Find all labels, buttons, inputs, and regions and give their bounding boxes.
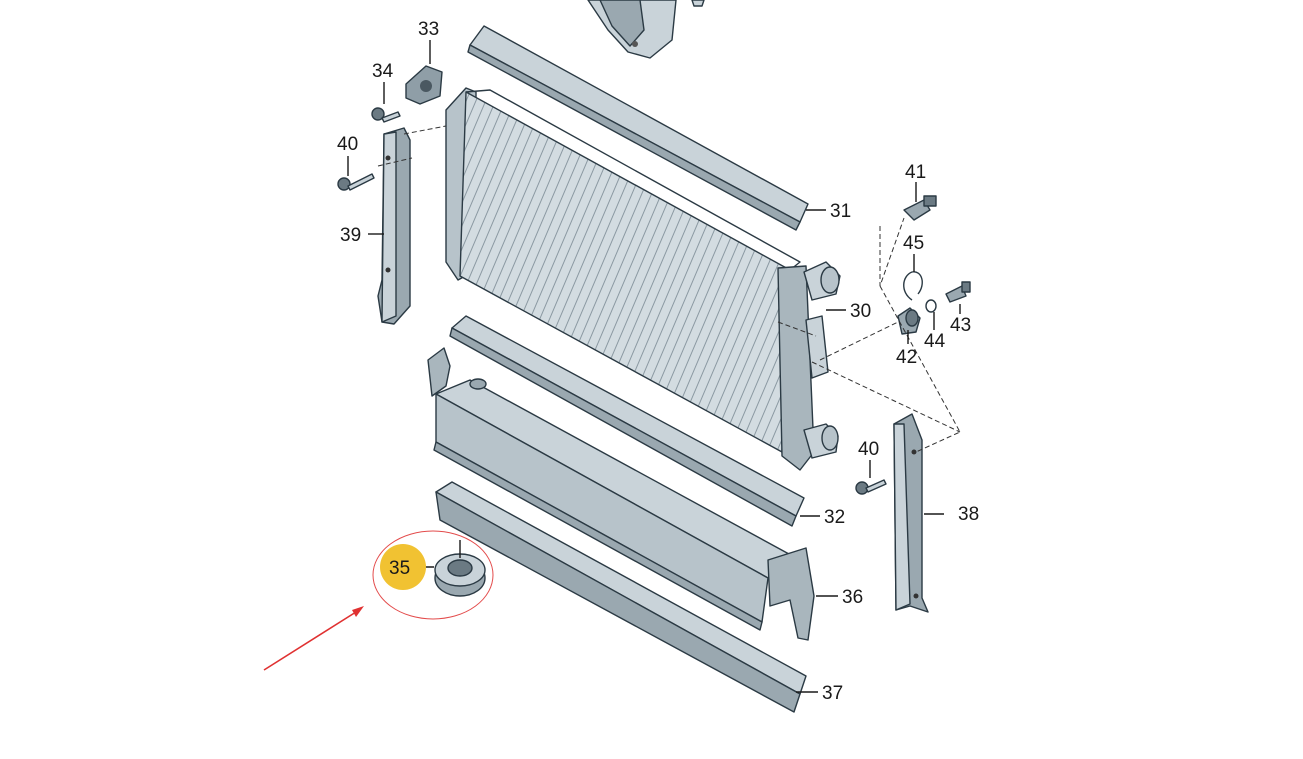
callout-30[interactable]: 30	[850, 301, 871, 322]
callout-40-left[interactable]: 40	[337, 134, 358, 155]
sensor-part-43	[945, 281, 971, 303]
callout-43[interactable]: 43	[950, 315, 971, 336]
callout-35[interactable]: 35	[389, 558, 410, 579]
top-bracket	[587, 0, 705, 59]
lower-rail-part-37	[435, 481, 807, 713]
callout-41[interactable]: 41	[905, 162, 926, 183]
screw-part-34	[371, 107, 401, 123]
side-seal-part-39	[377, 127, 411, 325]
assembly-guide-lines	[377, 125, 961, 453]
callout-42[interactable]: 42	[896, 347, 917, 368]
callout-44[interactable]: 44	[924, 331, 946, 352]
highlight-ring	[372, 530, 494, 620]
callout-36[interactable]: 36	[842, 587, 863, 608]
middle-rail-part-32	[449, 315, 805, 527]
callout-34[interactable]: 34	[372, 61, 394, 82]
screw-part-40-right	[855, 479, 887, 495]
callouts: 30 31 32 33 34 35 36 37 38 39 40 40 41 4…	[337, 19, 979, 704]
callout-31[interactable]: 31	[830, 201, 851, 222]
retaining-clip-part-45	[903, 271, 923, 301]
callout-38[interactable]: 38	[958, 504, 979, 525]
radiator-part-30	[445, 87, 841, 471]
housing-part-42	[897, 307, 921, 335]
grommet-part-35	[372, 530, 494, 620]
screw-part-40-left	[337, 173, 375, 191]
callout-40-right[interactable]: 40	[858, 439, 879, 460]
upper-rail-part-31	[467, 25, 809, 231]
highlight-badge	[380, 544, 426, 590]
o-ring-part-44	[925, 299, 937, 313]
red-arrow	[263, 606, 364, 671]
mount-part-33	[405, 65, 443, 105]
side-seal-part-38	[893, 413, 929, 613]
temperature-sensor-part-41	[903, 195, 937, 221]
charge-air-cooler-part-36	[427, 347, 815, 641]
callout-33[interactable]: 33	[418, 19, 439, 40]
callout-39[interactable]: 39	[340, 225, 361, 246]
callout-37[interactable]: 37	[822, 683, 843, 704]
callout-45[interactable]: 45	[903, 233, 924, 254]
callout-32[interactable]: 32	[824, 507, 845, 528]
